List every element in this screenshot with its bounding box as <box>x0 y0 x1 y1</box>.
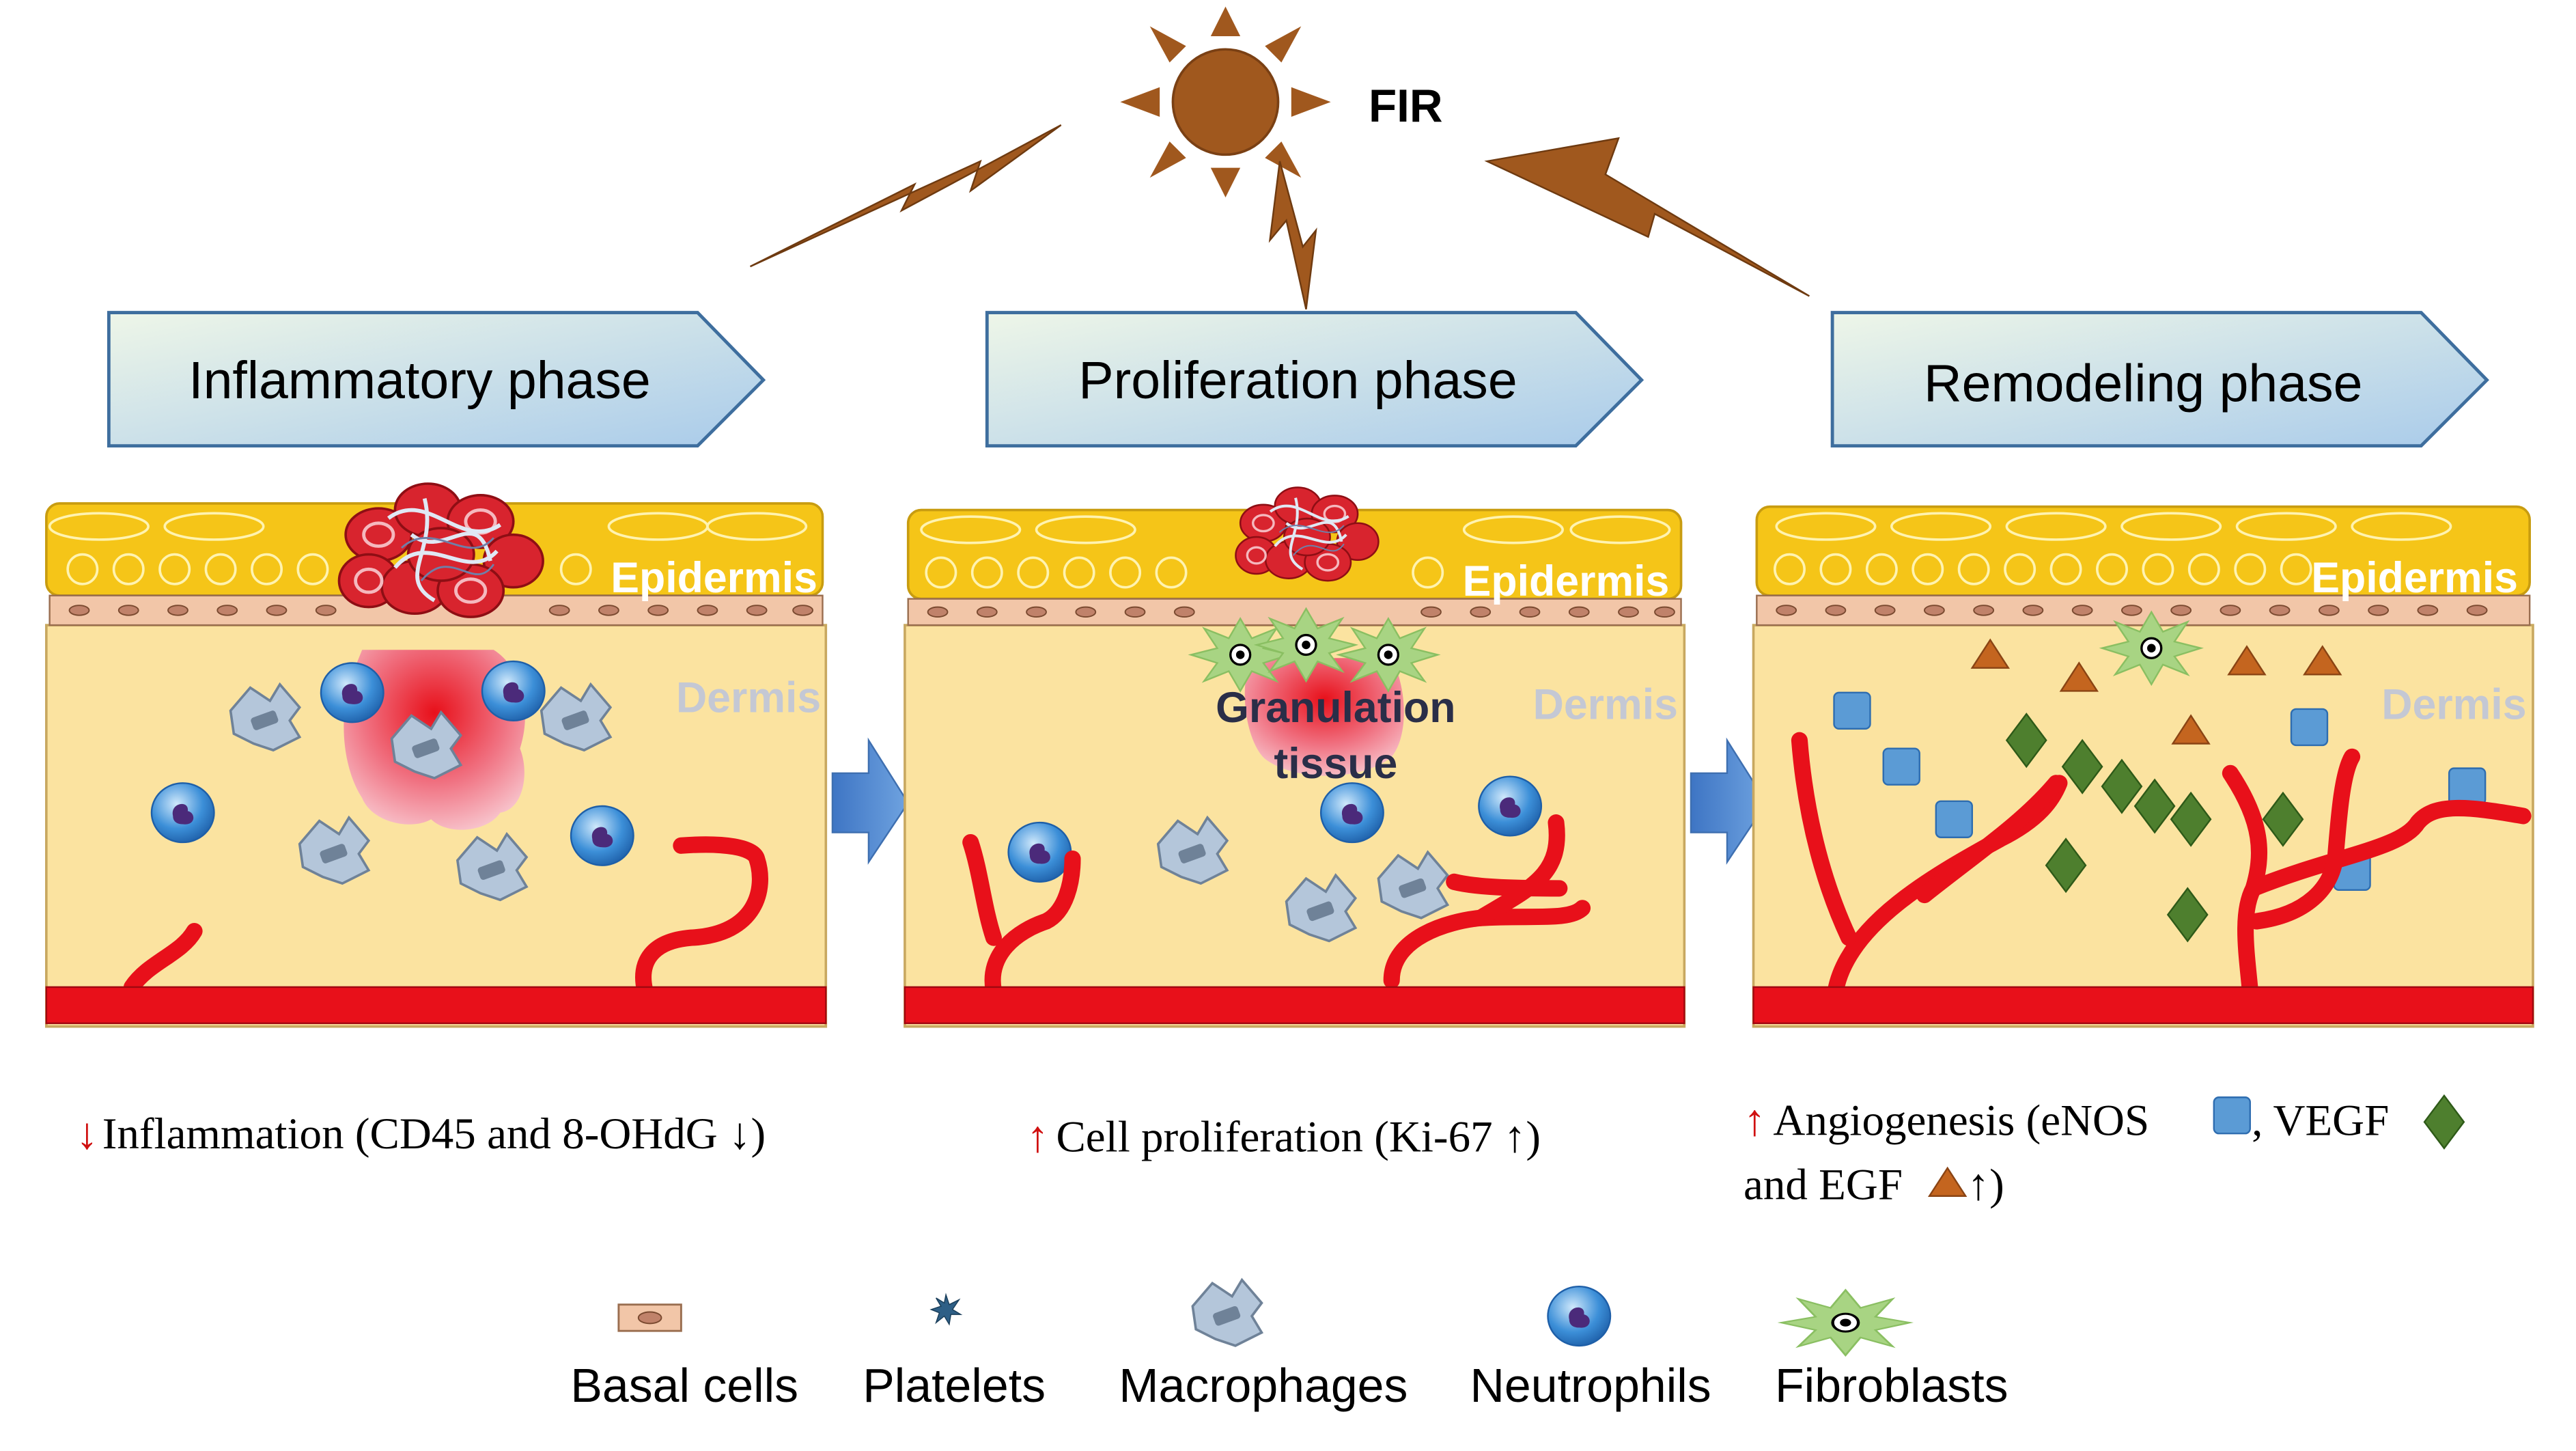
legend-label: Platelets <box>863 1359 1046 1412</box>
basal-cell-layer <box>907 598 1682 626</box>
egf-icon <box>1928 1167 1967 1197</box>
legend-label: Fibroblasts <box>1775 1359 2008 1412</box>
skin-panel-remodeling: Epidermis Dermis <box>1752 505 2534 1028</box>
blood-vessel <box>45 986 827 1025</box>
lightning-bolt-icon <box>749 124 1810 309</box>
epidermis-label: Epidermis <box>2311 554 2518 602</box>
phase-label: Proliferation phase <box>1078 351 1517 410</box>
blood-vessel <box>124 836 768 999</box>
legend: Basal cells Platelets Macrophages Neutro… <box>570 1278 2008 1412</box>
granulation-label: Granulation <box>1216 684 1455 732</box>
platelet-icon <box>929 1293 963 1326</box>
skin-panel-proliferation: Granulation tissue Epidermis Dermis <box>904 488 1686 1028</box>
fir-label: FIR <box>1369 81 1443 132</box>
effect-arrow: ↑ <box>1026 1113 1049 1162</box>
fibroblast-icon <box>2101 611 2202 686</box>
effect-text: and EGF <box>1744 1161 1903 1210</box>
granulation-tissue-area <box>1244 658 1404 776</box>
legend-label: Macrophages <box>1119 1359 1408 1412</box>
macrophage-icon <box>1191 1278 1263 1347</box>
neutrophil-icon <box>1547 1285 1612 1347</box>
flow-arrow-icon <box>831 737 910 865</box>
effect-arrow: ↓ <box>76 1109 98 1159</box>
effect-text: Angiogenesis (eNOS <box>1773 1096 2149 1146</box>
effect-caption-proliferation: ↑ Cell proliferation (Ki-67 ↑) <box>1026 1113 1541 1162</box>
blood-vessel <box>1791 732 2532 999</box>
enos-icon <box>2213 1096 2251 1135</box>
legend-label: Basal cells <box>570 1359 798 1412</box>
vegf-icon <box>2423 1094 2465 1150</box>
dermis-label: Dermis <box>676 674 821 722</box>
legend-label: Neutrophils <box>1470 1359 1711 1412</box>
blood-vessel <box>904 986 1685 1025</box>
phase-label: Inflammatory phase <box>188 351 651 410</box>
granulation-label: tissue <box>1274 740 1397 788</box>
phase-label: Remodeling phase <box>1924 355 2362 413</box>
effect-text: ↑) <box>1968 1161 2004 1210</box>
phase-banner-inflammatory: Inflammatory phase <box>107 311 766 448</box>
effect-text: , VEGF <box>2252 1096 2389 1146</box>
dermis-label: Dermis <box>2381 680 2526 728</box>
effect-caption-inflammatory: ↓ Inflammation (CD45 and 8-OHdG ↓) <box>76 1109 766 1159</box>
sun-icon <box>1120 6 1331 197</box>
effect-text: Inflammation (CD45 and 8-OHdG ↓) <box>102 1109 766 1159</box>
effect-caption-remodeling: ↑ Angiogenesis (eNOS , VEGF and EGF ↑) <box>1744 1094 2465 1210</box>
effect-text: Cell proliferation (Ki-67 ↑) <box>1056 1113 1541 1162</box>
skin-panel-inflammatory: Epidermis Dermis <box>45 484 828 1028</box>
epidermis-label: Epidermis <box>1463 557 1670 605</box>
phase-banner-remodeling: Remodeling phase <box>1830 311 2489 448</box>
fibroblast-icon <box>1781 1290 1909 1355</box>
flow-arrow-icon <box>1690 737 1768 865</box>
basal-cell-icon <box>617 1303 682 1332</box>
dermis-label: Dermis <box>1533 680 1678 728</box>
phase-banner-proliferation: Proliferation phase <box>985 311 1644 448</box>
blood-vessel <box>1752 986 2534 1025</box>
blood-vessel <box>962 814 1591 999</box>
epidermis-label: Epidermis <box>611 554 817 602</box>
effect-arrow: ↑ <box>1744 1096 1766 1146</box>
